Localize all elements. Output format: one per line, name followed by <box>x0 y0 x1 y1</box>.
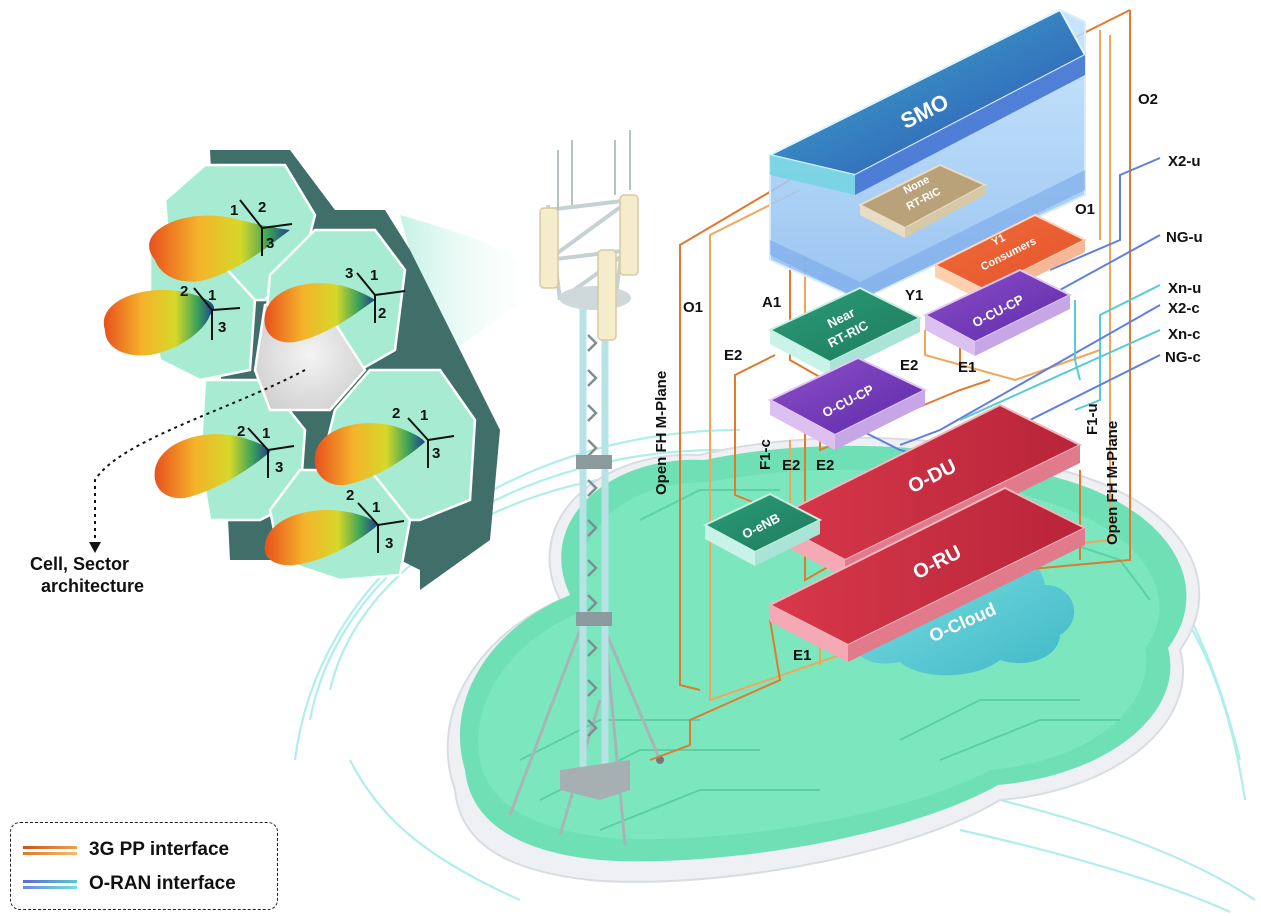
xn-c-label: Xn-c <box>1168 326 1201 343</box>
sector-number-3: 3 <box>432 445 440 462</box>
legend-item-oran: O-RAN interface <box>23 871 236 897</box>
sector-number-3: 3 <box>345 265 353 282</box>
sector-number-2: 2 <box>258 199 266 216</box>
f1-u-label: F1-u <box>1084 403 1101 435</box>
y1-consumers-label-1: Y1 <box>990 232 1007 249</box>
cell-caption-line2: architecture <box>41 576 144 596</box>
open-fh-left-label: Open FH M-Plane <box>653 371 670 495</box>
interface-labels: O2 O1 O1 A1 Y1 E2 E2 E1 E1 E2 E2 F1-c F1… <box>653 91 1203 664</box>
sector-number-2: 2 <box>378 305 386 322</box>
antenna-lobes <box>103 215 425 566</box>
x2-c-label: X2-c <box>1168 300 1200 317</box>
sector-number-3: 3 <box>385 535 393 552</box>
a1-label: A1 <box>762 294 781 311</box>
e1-lower-label: E1 <box>793 647 811 664</box>
open-fh-right-label: Open FH M-Plane <box>1104 421 1121 545</box>
legend-item-3gpp: 3G PP interface <box>23 837 229 863</box>
ng-u-label: NG-u <box>1166 229 1203 246</box>
e2-mid-label: E2 <box>900 357 918 374</box>
xn-u-label: Xn-u <box>1168 280 1201 297</box>
antenna-tower <box>508 130 664 846</box>
smo-block: SMO <box>767 8 1087 302</box>
sector-number-2: 2 <box>180 283 188 300</box>
o-cu-cp-upper-block: O-CU-CP <box>922 268 1073 356</box>
cell-caption: Cell, Sector architecture <box>30 369 306 596</box>
legend-label-3gpp: 3G PP interface <box>89 839 230 860</box>
e2-bottom-label-2: E2 <box>816 457 834 474</box>
near-rt-ric-block: Near RT-RIC <box>767 286 923 376</box>
hex-cluster: 1 2 3 1 2 3 1 3 2 1 2 3 1 2 3 1 2 3 <box>103 150 500 590</box>
sector-number-1: 1 <box>262 425 270 442</box>
legend: 3G PP interface O-RAN interface <box>10 822 278 910</box>
sector-number-2: 2 <box>237 423 245 440</box>
e2-bottom-label-1: E2 <box>782 457 800 474</box>
e2-left-label: E2 <box>724 347 742 364</box>
f1-c-label: F1-c <box>757 439 774 470</box>
o1-right-label: O1 <box>1075 201 1095 218</box>
sector-axes <box>193 199 455 553</box>
o1-left-label: O1 <box>683 299 703 316</box>
cell-caption-line1: Cell, Sector <box>30 554 129 574</box>
sector-numbers: 1 2 3 1 2 3 1 3 2 1 2 3 1 2 3 1 2 3 <box>180 199 440 552</box>
legend-swatch-3gpp <box>23 843 77 857</box>
o-cu-cp-lower-block: O-CU-CP <box>767 356 928 450</box>
sector-number-1: 1 <box>370 267 378 284</box>
o-enb-block: O-eNB <box>702 492 823 566</box>
e1-upper-label: E1 <box>958 359 976 376</box>
x2-u-label: X2-u <box>1168 153 1201 170</box>
sector-number-1: 1 <box>372 499 380 516</box>
y1-label: Y1 <box>905 287 923 304</box>
sector-number-1: 1 <box>230 202 238 219</box>
legend-swatch-oran <box>23 877 77 891</box>
sector-number-2: 2 <box>392 405 400 422</box>
sector-number-1: 1 <box>208 287 216 304</box>
o2-label: O2 <box>1138 91 1158 108</box>
sector-number-3: 3 <box>266 235 274 252</box>
o-ru-block: O-RU <box>767 486 1088 662</box>
ng-c-label: NG-c <box>1165 349 1201 366</box>
sector-number-3: 3 <box>275 459 283 476</box>
sector-number-2: 2 <box>346 487 354 504</box>
legend-label-oran: O-RAN interface <box>89 873 236 894</box>
sector-number-3: 3 <box>218 319 226 336</box>
sector-number-1: 1 <box>420 407 428 424</box>
non-rt-ric-block: None RT-RIC <box>857 163 988 238</box>
